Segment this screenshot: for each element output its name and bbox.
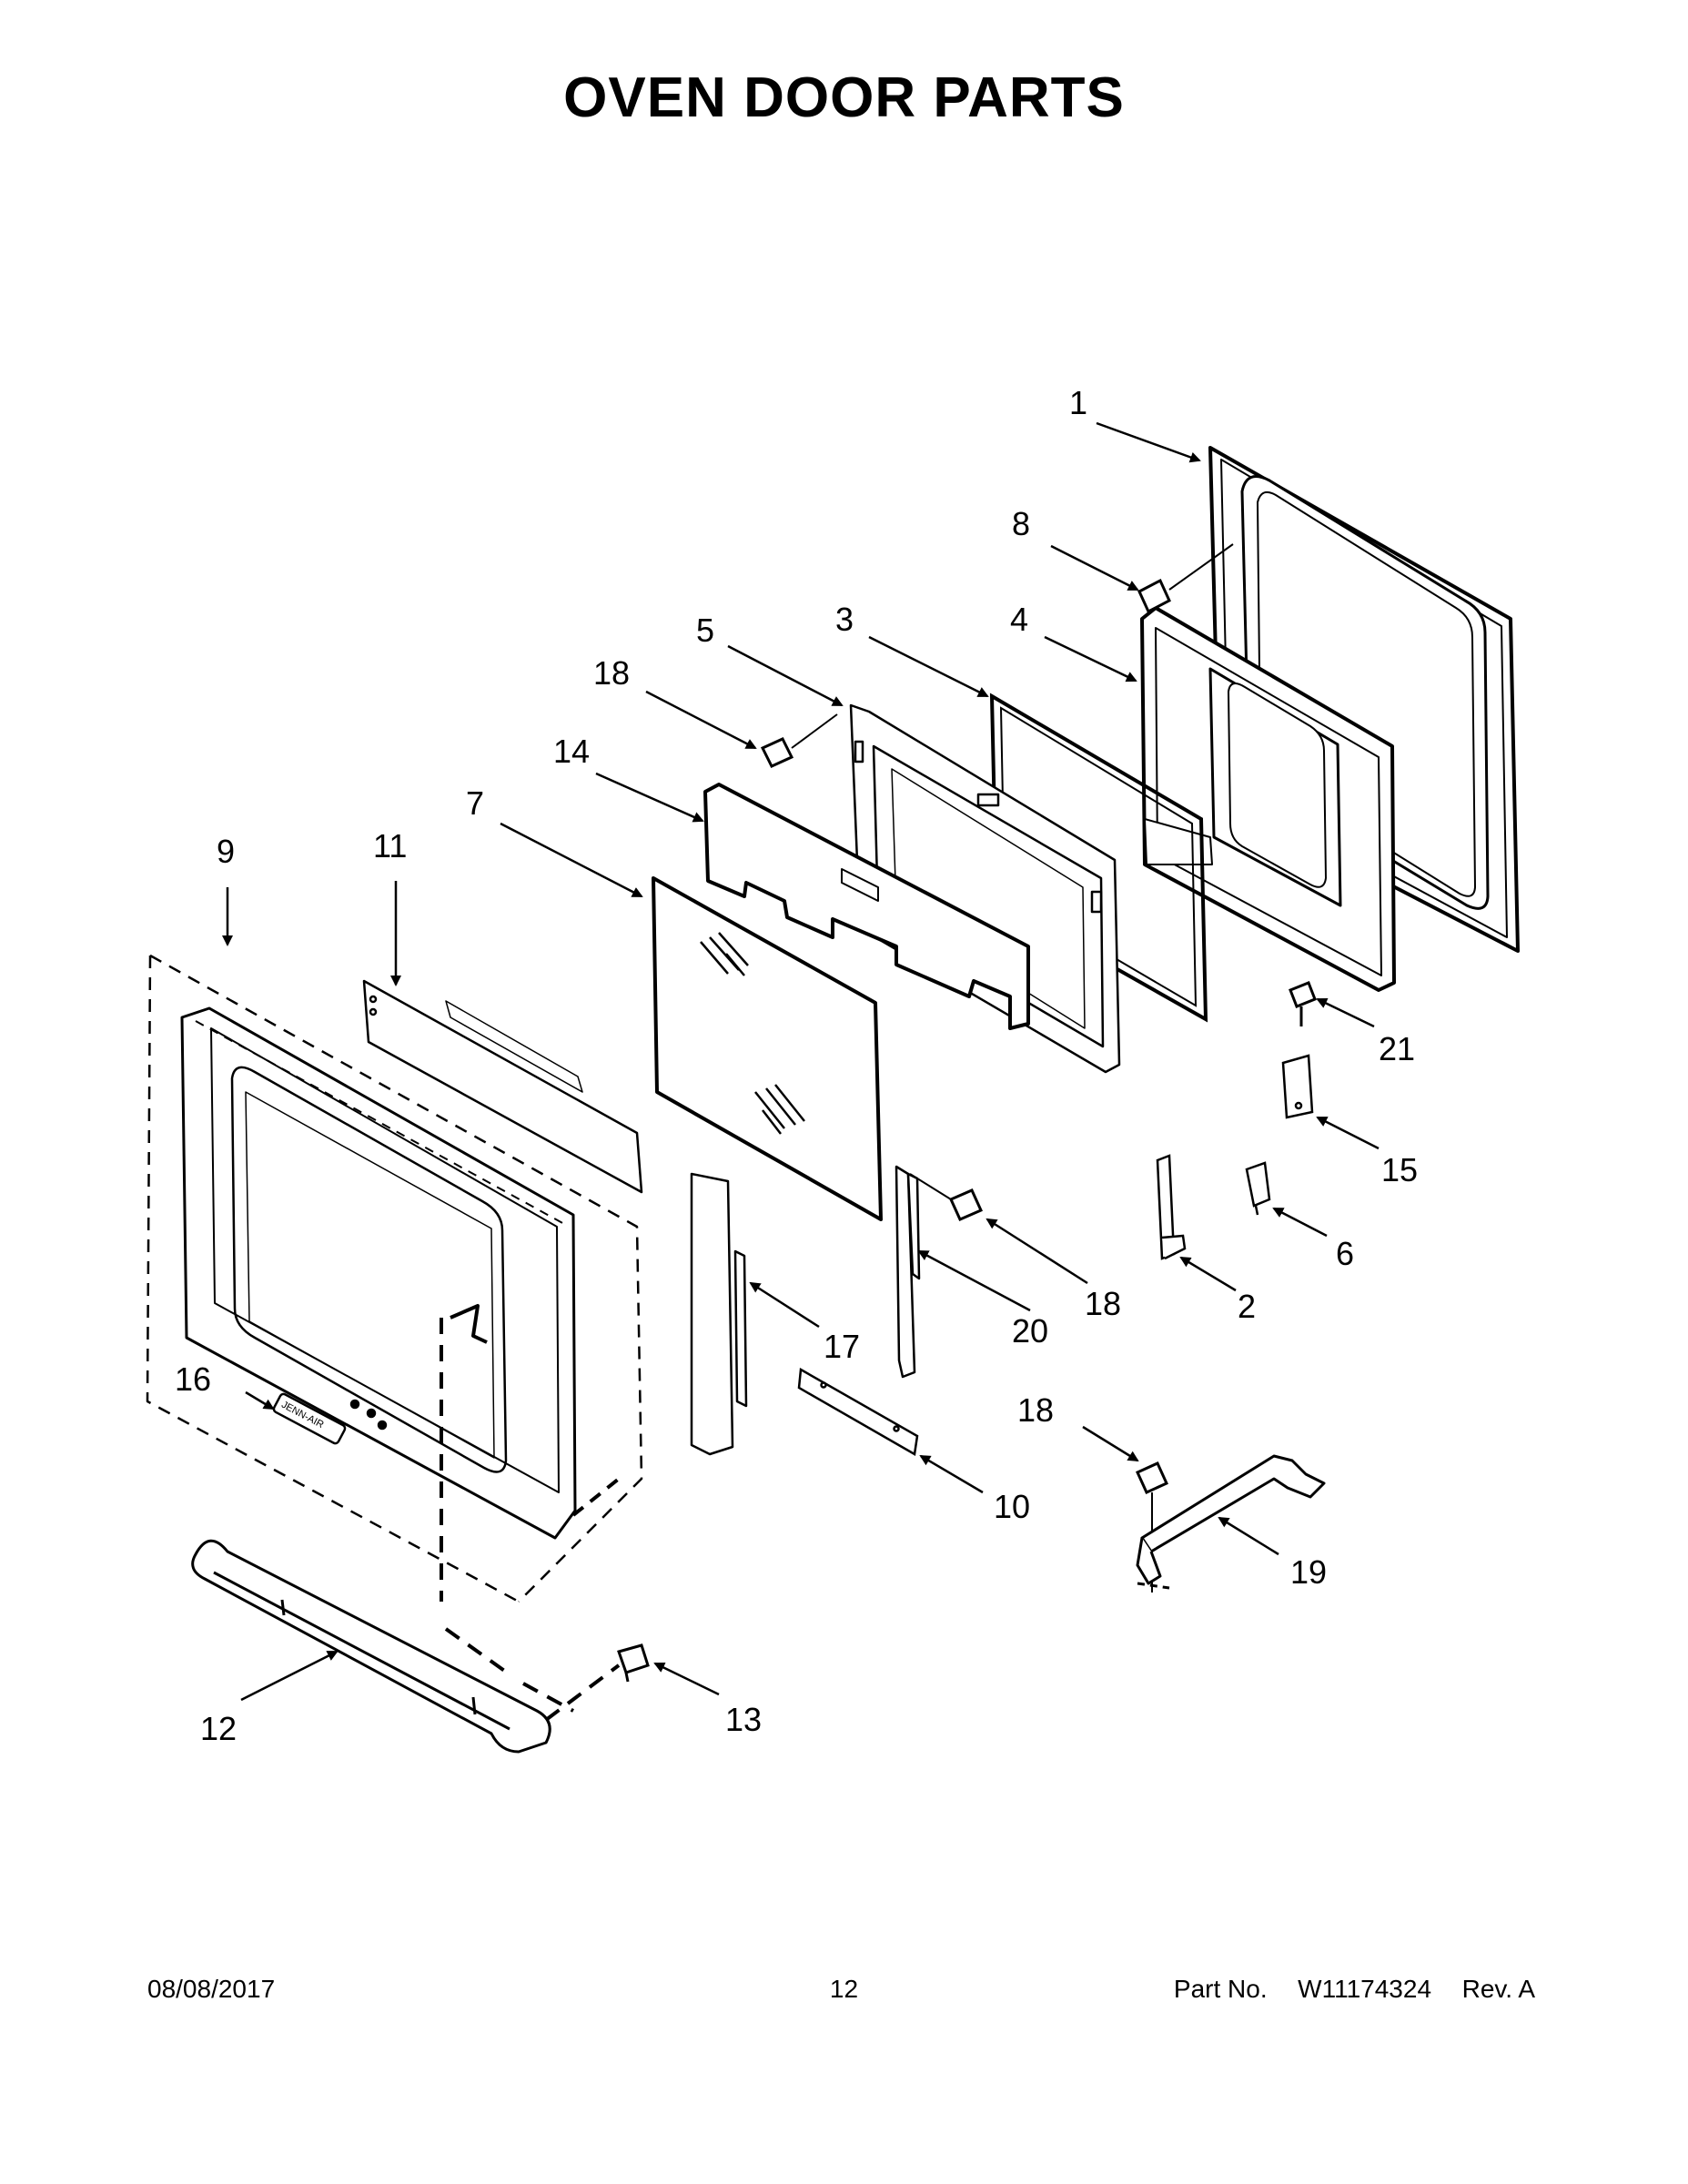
part-12-handle — [191, 1539, 551, 1754]
part-6-clip — [1245, 1161, 1271, 1216]
callout-14: 14 — [553, 733, 590, 770]
callout-20: 20 — [1012, 1312, 1048, 1350]
callout-5: 5 — [696, 612, 714, 649]
part-21-screw — [1289, 981, 1317, 1026]
callout-21: 21 — [1379, 1030, 1415, 1067]
callout-13: 13 — [725, 1701, 762, 1738]
part-17-side-bracket — [690, 1172, 748, 1456]
part-18-screw-mid — [909, 1173, 983, 1221]
callout-7: 7 — [466, 784, 484, 822]
footer-page-number: 12 — [829, 1975, 859, 2003]
callout-18-bottom: 18 — [1017, 1391, 1054, 1429]
callout-10: 10 — [994, 1488, 1030, 1525]
callout-12: 12 — [200, 1710, 237, 1747]
revision: Rev. A — [1461, 1975, 1535, 2003]
callout-16: 16 — [175, 1360, 211, 1398]
part-18-screw-top — [760, 713, 838, 768]
part-4-inner-frame — [1140, 606, 1396, 992]
part-15-clip — [1281, 1054, 1314, 1119]
callout-6: 6 — [1336, 1235, 1354, 1272]
part-20-hinge-bracket — [895, 1165, 921, 1379]
part-10-strip — [797, 1367, 919, 1456]
part-2-latch — [1156, 1154, 1187, 1260]
part-11-trim-strip — [362, 979, 643, 1194]
footer-part-number: Part No. W11174324 Rev. A — [1174, 1975, 1535, 2004]
part-no-value: W11174324 — [1298, 1975, 1432, 2003]
part-19-hinge — [1136, 1454, 1326, 1590]
callout-2: 2 — [1238, 1288, 1256, 1325]
part-13-screw — [617, 1643, 650, 1683]
callout-8: 8 — [1012, 505, 1030, 542]
callout-15: 15 — [1381, 1151, 1418, 1188]
callout-1: 1 — [1069, 384, 1087, 421]
part-8-screw — [1137, 543, 1234, 614]
part-no-label: Part No. — [1173, 1975, 1268, 2003]
callout-9: 9 — [217, 833, 235, 870]
callout-18-top: 18 — [593, 654, 630, 692]
callout-17: 17 — [824, 1328, 860, 1365]
leader-lines — [222, 421, 1380, 1702]
part-9-outer-door: JENN-AIR — [146, 954, 643, 1603]
callout-4: 4 — [1010, 601, 1028, 638]
callout-19: 19 — [1290, 1553, 1327, 1591]
callout-11: 11 — [373, 827, 407, 864]
part-14-heat-shield — [703, 783, 1030, 1030]
handle-mount-line — [440, 1318, 574, 1713]
page-title: OVEN DOOR PARTS — [563, 66, 1125, 129]
callout-3: 3 — [835, 601, 854, 638]
footer-date: 08/08/2017 — [147, 1975, 276, 2003]
callout-18-mid: 18 — [1085, 1285, 1121, 1322]
part-7-glass-panel — [652, 876, 883, 1221]
callout-labels: 1 8 5 3 4 18 14 7 9 11 21 15 6 2 18 20 1… — [175, 384, 1418, 1747]
